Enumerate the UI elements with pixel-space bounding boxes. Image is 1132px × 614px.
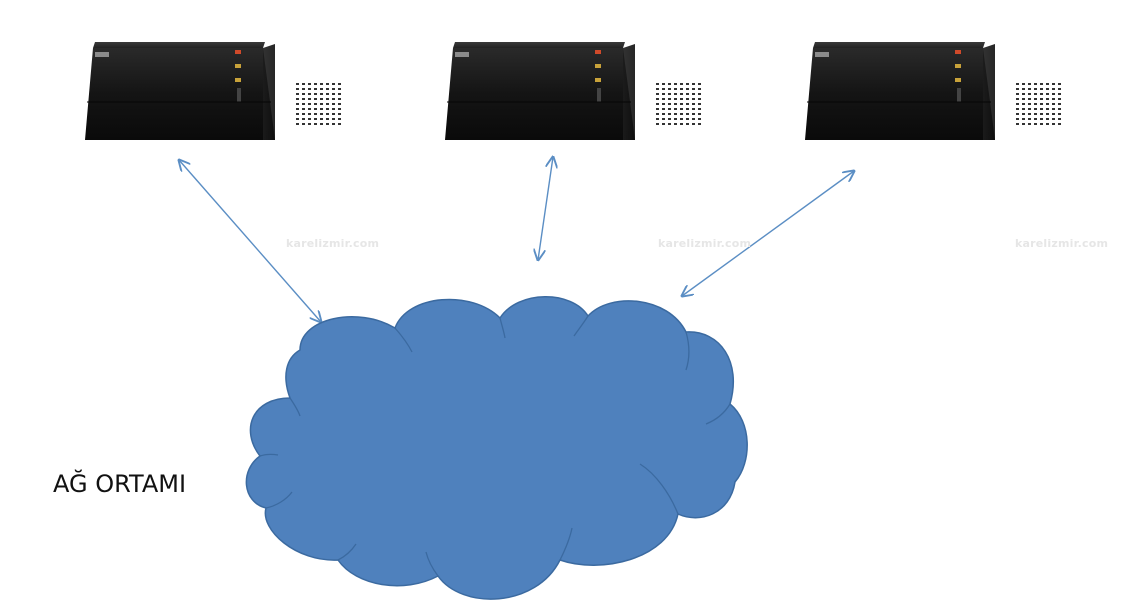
connection-arrow-3 <box>682 171 854 296</box>
server-chassis-icon <box>85 42 343 140</box>
network-label: AĞ ORTAMI <box>53 470 187 498</box>
server-chassis-icon <box>805 42 1063 140</box>
watermark-text: karelizmir.com <box>658 237 752 250</box>
cloud-icon <box>245 296 748 600</box>
watermark-text: karelizmir.com <box>286 237 380 250</box>
server-chassis-icon <box>445 42 703 140</box>
connection-arrow-2 <box>538 157 553 260</box>
watermark-text: karelizmir.com <box>1015 237 1109 250</box>
connection-arrow-1 <box>179 160 321 322</box>
cloud-contour-lines <box>259 315 731 577</box>
